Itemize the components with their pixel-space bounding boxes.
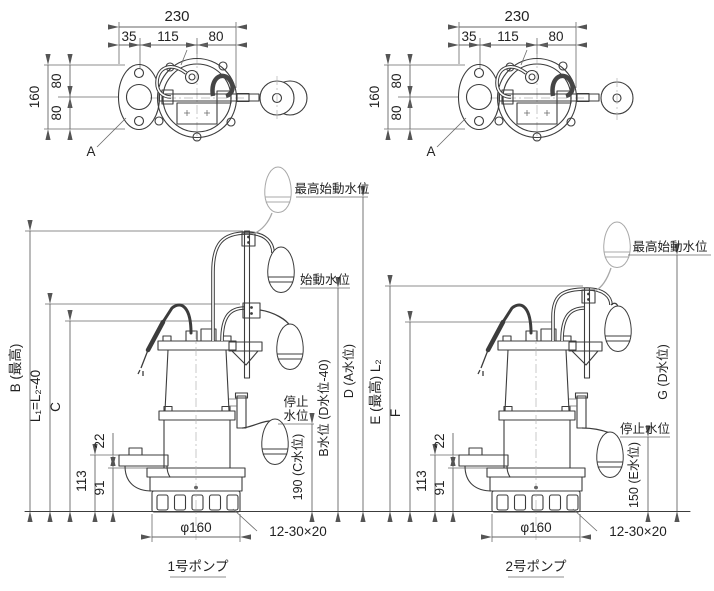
section-label-a: A (86, 144, 95, 159)
rod-mid-clamp (242, 302, 261, 319)
dim-depth-lower: 80 (389, 105, 404, 120)
dim-discharge-height: 113 (414, 470, 429, 492)
label-stop-level: 停止水位 (620, 421, 670, 436)
dim-start-level: B水位 (D水位-40) (316, 359, 331, 456)
dim-stop-level: 150 (E水位) (626, 442, 641, 508)
dim-pipe-height: F (388, 409, 403, 417)
float-switch-start (604, 305, 632, 352)
dim-flange-height: 91 (432, 480, 447, 495)
dim-depth-upper: 80 (389, 73, 404, 88)
dim-base-diameter: φ160 (180, 520, 211, 535)
pump1-name-label: 1号ポンプ (167, 559, 229, 574)
dim-strainer-slots: 12-30×20 (269, 524, 326, 539)
label-start-level: 始動水位 (300, 272, 350, 287)
label-stop-level-line1: 停止 (283, 394, 308, 409)
float-switch-start (267, 246, 295, 293)
float-switch-mid (276, 323, 304, 370)
label-max-start-level: 最高始動水位 (632, 239, 707, 254)
dim-depth-lower: 80 (49, 105, 64, 120)
label-max-start-level: 最高始動水位 (294, 181, 369, 196)
dim-pipe-height: C (48, 402, 63, 412)
float-switch-max-start-phantom (603, 221, 631, 268)
dim-flange-height: 91 (92, 480, 107, 495)
dim-overall-width: 230 (504, 8, 529, 25)
pump2-name-label: 2号ポンプ (505, 559, 567, 574)
dim-rail-height: L₁=L₂-40 (28, 370, 43, 422)
dim-overall-depth: 160 (367, 86, 382, 109)
dim-offset-center: 115 (497, 29, 519, 44)
top-view-pump1: 230 35 115 80 160 80 80 A (27, 8, 308, 159)
dim-max-start-level: G (D水位) (655, 344, 670, 400)
float-rod (243, 230, 251, 379)
dim-depth-upper: 80 (49, 73, 64, 88)
dim-total-height: E (最高) L₂ (367, 359, 383, 424)
dim-max-start-level: D (A水位) (341, 344, 356, 398)
dim-offset-center: 115 (157, 29, 179, 44)
dim-overall-width: 230 (164, 8, 189, 25)
dim-base-diameter: φ160 (520, 520, 551, 535)
dim-offset-right: 80 (548, 29, 563, 44)
label-stop-level-line2: 水位 (283, 408, 308, 423)
float-rod (583, 287, 591, 379)
dim-flange-offset: 22 (432, 433, 447, 448)
float-switch-stop (596, 431, 624, 478)
rod-top-clamp (581, 289, 596, 304)
float-switch-stop (261, 418, 289, 465)
dim-overall-depth: 160 (27, 86, 42, 109)
dim-strainer-slots: 12-30×20 (609, 524, 666, 539)
dim-flange-offset: 22 (92, 433, 107, 448)
float-switch-max-start-phantom (264, 166, 292, 213)
dim-discharge-height: 113 (74, 470, 89, 492)
rod-top-clamp (241, 232, 256, 247)
side-view-pump2: E (最高) L₂ F 113 91 22 最高始動水位 G (D水位) 停止水… (367, 221, 711, 578)
dim-total-height: B (最高) (7, 344, 23, 393)
dim-stop-level: 190 (C水位) (290, 434, 305, 501)
section-label-a: A (426, 144, 435, 159)
dim-offset-right: 80 (208, 29, 223, 44)
side-view-pump1: B (最高) L₁=L₂-40 C 113 91 22 最高始動水位 始動水位 (7, 166, 370, 578)
dim-offset-left: 35 (121, 29, 136, 44)
top-view-pump2: 230 35 115 80 160 80 80 A (367, 8, 634, 159)
dim-offset-left: 35 (461, 29, 476, 44)
